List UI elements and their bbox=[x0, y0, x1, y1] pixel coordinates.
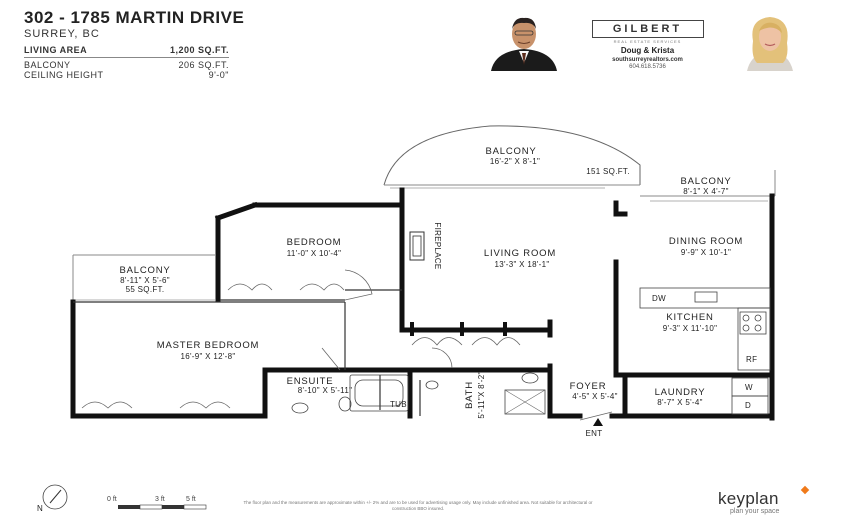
balcony-top-name: BALCONY bbox=[485, 146, 536, 157]
laundry-dim: 8'-7" X 5'-4" bbox=[657, 398, 703, 407]
brand-block: GILBERT REAL ESTATE SERVICES Doug & Kris… bbox=[590, 20, 705, 82]
scale-label-5: 5 ft bbox=[186, 496, 196, 503]
spec-label: BALCONY bbox=[24, 60, 71, 70]
entry-label: ENT bbox=[586, 429, 603, 438]
scale-label-3: 3 ft bbox=[155, 496, 165, 503]
balcony-top-outline bbox=[383, 125, 641, 186]
brand-website[interactable]: southsurreyrealtors.com bbox=[612, 57, 683, 63]
spec-ceiling-height: CEILING HEIGHT 9'-0" bbox=[24, 70, 229, 80]
balcony-right-dim: 8'-1" X 4'-7" bbox=[683, 187, 729, 196]
dishwasher-label: DW bbox=[652, 294, 666, 303]
keyplan-logo: keyplan bbox=[718, 489, 779, 508]
bedroom-dim: 11'-0" X 10'-4" bbox=[287, 249, 341, 258]
brand-phone: 604.618.5736 bbox=[629, 64, 666, 70]
balcony-left-dim: 8'-11" X 5'-6" bbox=[120, 276, 170, 285]
foyer-dim: 4'-5" X 5'-4" bbox=[572, 392, 618, 401]
spec-value: 9'-0" bbox=[208, 70, 229, 80]
spec-living-area: LIVING AREA 1,200 SQ.FT. bbox=[24, 45, 229, 55]
spec-value: 206 SQ.FT. bbox=[178, 60, 229, 70]
tub-label: TUB bbox=[390, 400, 407, 409]
washer-label: W bbox=[745, 383, 753, 392]
scale-label-0: 0 ft bbox=[107, 496, 117, 503]
compass-label: N bbox=[37, 504, 43, 513]
bathtub bbox=[349, 374, 409, 412]
spec-divider bbox=[24, 57, 229, 58]
brand-tagline: REAL ESTATE SERVICES bbox=[613, 39, 682, 44]
dryer-label: D bbox=[745, 401, 751, 410]
keyplan-tagline: plan your space bbox=[730, 508, 780, 515]
ensuite-sink bbox=[291, 402, 309, 414]
ensuite-name: ENSUITE bbox=[287, 376, 334, 387]
dining-room-name: DINING ROOM bbox=[669, 236, 743, 247]
kitchen-dim: 9'-3" X 11'-10" bbox=[663, 324, 717, 333]
balcony-right-name: BALCONY bbox=[680, 176, 731, 187]
kitchen-counters bbox=[639, 287, 771, 371]
master-bedroom-dim: 16'-9" X 12'-8" bbox=[180, 352, 235, 361]
agent-photo-krista bbox=[727, 13, 813, 71]
balcony-top-area: 151 SQ.FT. bbox=[586, 167, 629, 176]
bath-dim: 5'-11"X 8'-2" bbox=[477, 371, 486, 418]
master-bedroom-name: MASTER BEDROOM bbox=[157, 340, 260, 351]
ensuite-dim: 8'-10" X 5'-11" bbox=[298, 386, 352, 395]
compass-icon bbox=[42, 484, 68, 510]
fridge-label: RF bbox=[746, 355, 757, 364]
ensuite-toilet bbox=[338, 396, 352, 412]
bedroom-name: BEDROOM bbox=[287, 237, 342, 248]
spec-value: 1,200 SQ.FT. bbox=[169, 45, 229, 55]
property-city: SURREY, BC bbox=[24, 28, 100, 40]
balcony-top-dim: 16'-2" X 8'-1" bbox=[490, 157, 540, 166]
living-room-name: LIVING ROOM bbox=[484, 248, 556, 259]
spec-balcony: BALCONY 206 SQ.FT. bbox=[24, 60, 229, 70]
entry-arrow-icon bbox=[593, 418, 603, 426]
bath-toilet bbox=[521, 372, 539, 384]
property-address: 302 - 1785 MARTIN DRIVE bbox=[24, 8, 245, 27]
brand-agents: Doug & Krista bbox=[620, 46, 675, 55]
spec-label: LIVING AREA bbox=[24, 45, 88, 55]
fireplace-label: FIREPLACE bbox=[433, 222, 442, 269]
bath-name: BATH bbox=[464, 381, 475, 409]
walls bbox=[70, 187, 775, 421]
balcony-left-name: BALCONY bbox=[119, 265, 170, 276]
agent-photo-doug bbox=[483, 13, 565, 71]
dryer bbox=[731, 395, 769, 415]
balcony-left-area: 55 SQ.FT. bbox=[126, 285, 165, 294]
foyer-name: FOYER bbox=[570, 381, 607, 392]
brand-logo: GILBERT bbox=[591, 20, 704, 38]
scale-bar bbox=[118, 504, 207, 510]
kitchen-name: KITCHEN bbox=[666, 312, 713, 323]
bath-shower bbox=[504, 389, 546, 415]
laundry-name: LAUNDRY bbox=[655, 387, 706, 398]
bath-sink bbox=[425, 380, 439, 390]
dining-room-dim: 9'-9" X 10'-1" bbox=[681, 248, 731, 257]
living-room-dim: 13'-3" X 18'-1" bbox=[494, 260, 549, 269]
spec-label: CEILING HEIGHT bbox=[24, 70, 104, 80]
disclaimer: The floor plan and the measurements are … bbox=[243, 500, 593, 511]
fireplace bbox=[409, 231, 425, 261]
